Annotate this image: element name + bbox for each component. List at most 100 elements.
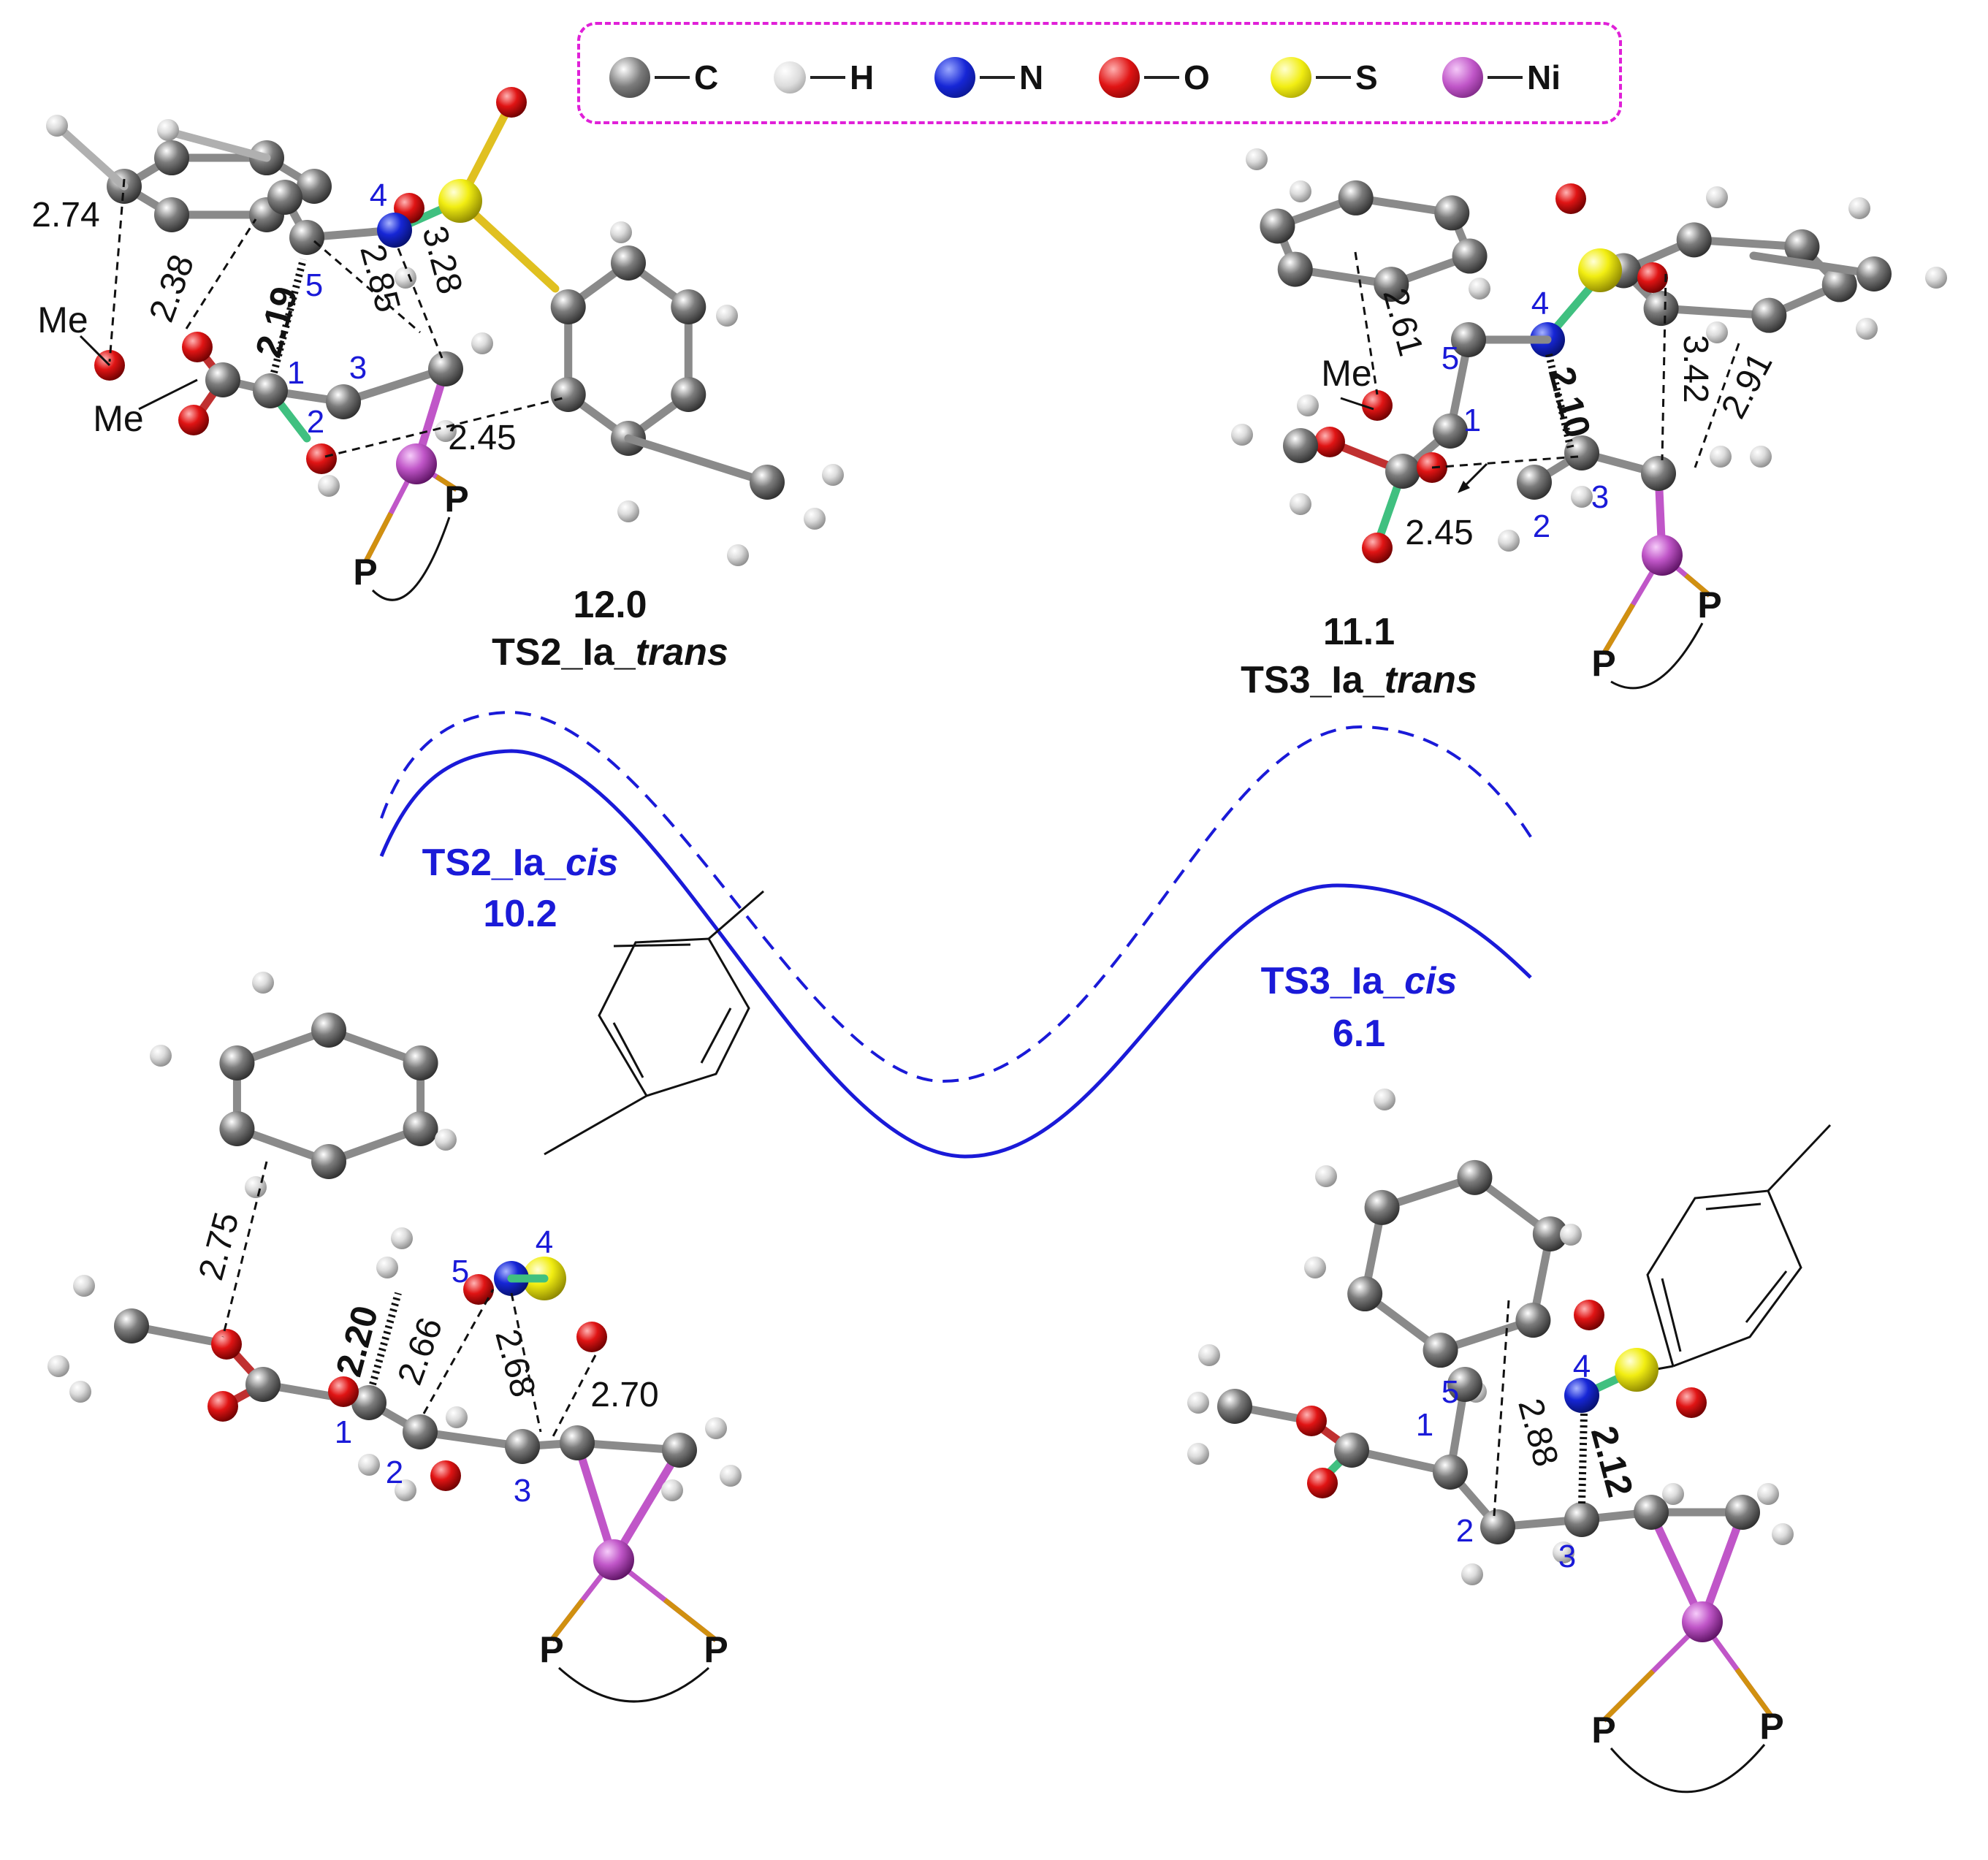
hydrogen-atom — [1706, 186, 1728, 208]
ni-p-bond — [1684, 573, 1712, 598]
distance-label: 2.66 — [391, 1313, 451, 1390]
carbon-atom — [245, 1367, 281, 1402]
atom-number-label: 1 — [1416, 1407, 1433, 1443]
bond-stick — [624, 434, 772, 487]
atom-number-label: 4 — [536, 1224, 553, 1260]
ts-energy-value: 6.1 — [1333, 1013, 1385, 1055]
hydrogen-atom — [150, 1045, 172, 1067]
legend-item-nitrogen: N — [934, 56, 1043, 99]
nickel-atom — [593, 1539, 634, 1580]
hydrogen-atom — [1772, 1523, 1794, 1545]
bond-stick — [339, 365, 450, 406]
oxygen-atom — [1314, 427, 1345, 457]
arrow-head — [1458, 481, 1470, 493]
atom-number-label: 3 — [349, 350, 367, 386]
cis-energy-path — [379, 749, 1532, 1159]
nickel-atom — [1642, 535, 1683, 576]
forming-bond-line — [1578, 1413, 1588, 1506]
hydrogen-atom — [617, 500, 639, 522]
dashed-contact-line — [313, 240, 421, 334]
legend-item-oxygen: O — [1099, 56, 1210, 99]
dashed-contact-line — [1431, 455, 1579, 469]
legend-bond-line — [980, 76, 1015, 79]
oxygen-atom — [1307, 1468, 1338, 1498]
dashed-contact-line — [422, 1289, 495, 1414]
carbon-atom — [403, 1414, 438, 1449]
carbon-atom — [297, 169, 332, 204]
carbon-atom — [326, 384, 361, 419]
double-bond-line — [1745, 1270, 1788, 1323]
legend-label-hydrogen: H — [850, 58, 875, 96]
carbon-atom — [1451, 322, 1486, 357]
skeletal-line — [138, 378, 198, 411]
hydrogen-atom — [822, 464, 844, 486]
double-bond-line — [1661, 1278, 1682, 1352]
ni-p-bond — [1602, 1669, 1655, 1723]
carbon-atom — [1564, 435, 1599, 470]
hydrogen-atom — [727, 544, 749, 566]
tolyl-skeletal-ring — [1646, 1189, 1802, 1368]
hydrogen-atom — [1706, 321, 1728, 343]
hydrogen-atom — [1571, 486, 1593, 508]
carbon-atom — [205, 362, 240, 397]
carbon-atom — [1517, 465, 1552, 500]
carbon-atom — [1433, 1455, 1468, 1490]
hydrogen-atom — [1315, 1165, 1337, 1187]
carbon-atom — [253, 373, 288, 408]
bond-stick — [1657, 304, 1773, 320]
legend-label-carbon: C — [694, 58, 719, 96]
sulfur-aryl-bond — [544, 1094, 647, 1156]
distance-label: 2.19 — [248, 282, 305, 362]
carbon-atom — [154, 140, 189, 176]
atom-number-label: 4 — [370, 178, 387, 213]
oxygen-atom — [207, 1391, 238, 1422]
carbon-atom — [428, 351, 463, 386]
ligand-backbone-arc — [557, 1666, 710, 1703]
atom-number-label: 4 — [1531, 286, 1549, 321]
distance-label: 2.38 — [142, 250, 202, 327]
carbon-atom — [1515, 1303, 1551, 1338]
hydrogen-atom — [73, 1275, 95, 1297]
ts-energy-value: 10.2 — [483, 893, 557, 935]
hydrogen-atom — [69, 1381, 91, 1403]
oxygen-atom — [1362, 533, 1393, 563]
ni-p-bond — [663, 1598, 718, 1642]
oxygen-atom — [1555, 183, 1586, 214]
oxygen-atom — [1574, 1300, 1604, 1330]
carbon-atom — [1457, 1159, 1493, 1195]
double-bond-line — [1705, 1202, 1762, 1211]
carbon-atom — [1821, 267, 1857, 302]
atom-number-label: 3 — [1591, 479, 1609, 515]
ts-name: TS3_Ia_cis — [1261, 960, 1458, 1002]
carbon-atom — [1277, 251, 1313, 287]
hydrogen-atom — [1469, 278, 1490, 300]
dashed-contact-line — [108, 178, 126, 362]
oxygen-atom — [1362, 390, 1393, 421]
oxygen-atom — [1637, 262, 1668, 293]
carbon-atom — [1751, 297, 1787, 333]
nitrogen-ball-icon — [934, 57, 975, 98]
hydrogen-atom — [358, 1454, 380, 1476]
carbon-atom — [1434, 195, 1470, 231]
legend-label-sulfur: S — [1355, 58, 1378, 96]
sulfur-atom — [1578, 248, 1622, 292]
carbon-atom — [1784, 229, 1820, 264]
carbon-atom — [1283, 428, 1318, 463]
carbon-atom — [1347, 1276, 1383, 1312]
legend-item-hydrogen: H — [774, 56, 874, 99]
oxygen-atom — [1676, 1387, 1707, 1418]
hydrogen-atom — [252, 972, 274, 994]
carbon-atom — [550, 377, 586, 412]
phosphorus-label: P — [444, 479, 468, 519]
hydrogen-atom — [1553, 1541, 1574, 1563]
ligand-backbone-arc — [371, 517, 451, 601]
hydrogen-atom — [395, 1479, 416, 1501]
phosphorus-label: P — [539, 1629, 563, 1670]
dashed-contact-line — [221, 1161, 268, 1338]
carbon-atom — [219, 1045, 255, 1080]
bond-stick — [609, 1446, 684, 1564]
legend-bond-line — [1144, 76, 1179, 79]
carbon-atom — [403, 1045, 438, 1080]
